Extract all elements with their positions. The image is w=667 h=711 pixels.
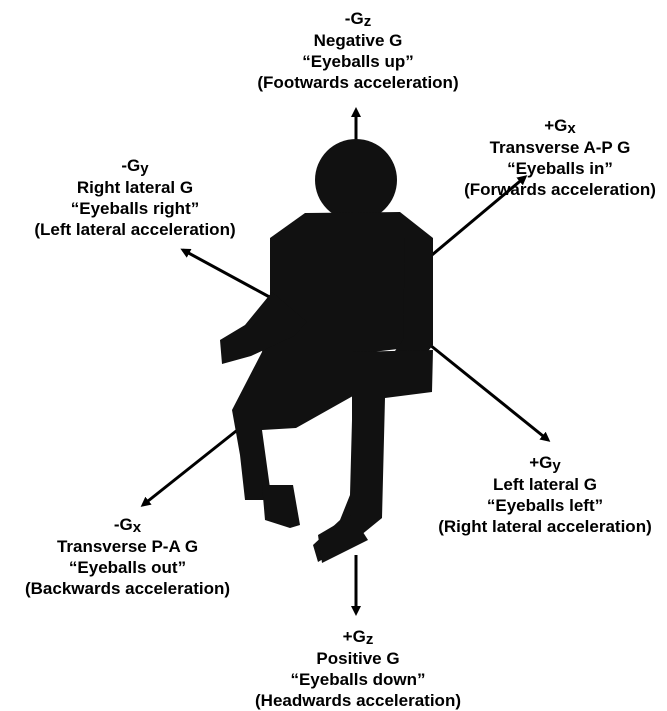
g-name: Transverse A-P G [440,137,667,158]
g-slang: “Eyeballs left” [415,495,667,516]
g-name: Left lateral G [415,474,667,495]
axis-symbol: +Gy [415,452,667,474]
label-neg-gz: -Gz Negative G “Eyeballs up” (Footwards … [223,8,493,93]
g-acceleration: (Right lateral acceleration) [415,516,667,537]
figure-left-foot [262,485,300,528]
label-neg-gx: -Gx Transverse P-A G “Eyeballs out” (Bac… [0,514,255,599]
g-acceleration: (Backwards acceleration) [0,578,255,599]
g-slang: “Eyeballs in” [440,158,667,179]
axis-symbol: -Gz [223,8,493,30]
label-pos-gx: +Gx Transverse A-P G “Eyeballs in” (Forw… [440,115,667,200]
g-acceleration: (Headwards acceleration) [223,690,493,711]
axis-symbol: -Gx [0,514,255,536]
arrow-neg-gy [183,250,275,300]
label-neg-gy: -Gy Right lateral G “Eyeballs right” (Le… [0,155,270,240]
axis-symbol: +Gx [440,115,667,137]
label-pos-gy: +Gy Left lateral G “Eyeballs left” (Righ… [415,452,667,537]
g-acceleration: (Footwards acceleration) [223,72,493,93]
g-slang: “Eyeballs up” [223,51,493,72]
g-slang: “Eyeballs out” [0,557,255,578]
label-pos-gz: +Gz Positive G “Eyeballs down” (Headward… [223,626,493,711]
g-name: Negative G [223,30,493,51]
arrow-neg-gx [143,420,250,505]
figure-head [315,139,397,221]
g-slang: “Eyeballs right” [0,198,270,219]
arrow-pos-gy [430,345,548,440]
axis-symbol: -Gy [0,155,270,177]
g-slang: “Eyeballs down” [223,669,493,690]
axis-symbol: +Gz [223,626,493,648]
g-name: Right lateral G [0,177,270,198]
g-acceleration: (Left lateral acceleration) [0,219,270,240]
g-acceleration: (Forwards acceleration) [440,179,667,200]
g-name: Positive G [223,648,493,669]
g-name: Transverse P-A G [0,536,255,557]
